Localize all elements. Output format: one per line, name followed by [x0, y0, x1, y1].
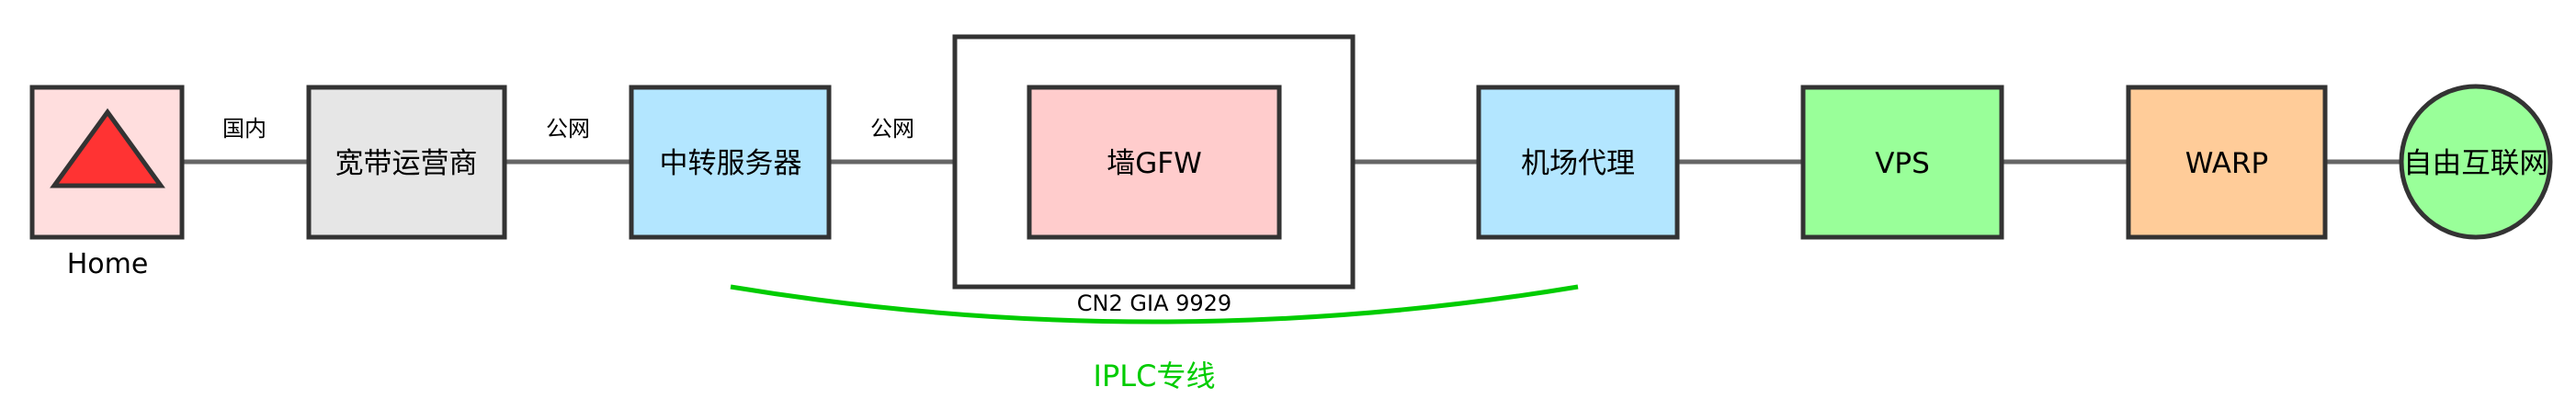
vps-box[interactable] [1800, 85, 2004, 240]
edge-label-public-1: 公网 [546, 116, 590, 142]
gfw-label: 墙GFW [1106, 147, 1202, 180]
warning-triangle-icon [50, 108, 165, 188]
iplc-arc [730, 284, 1579, 325]
internet-label: 自由互联网 [2403, 147, 2548, 180]
isp-node[interactable]: 宽带运营商 [306, 85, 507, 240]
edge-label-public-2: 公网 [870, 116, 914, 142]
gfw-container[interactable]: 墙GFW CN2 GIA 9929 [952, 34, 1356, 316]
cn2-gia-caption: CN2 GIA 9929 [1077, 290, 1231, 316]
airport-box[interactable] [1476, 85, 1680, 240]
home-node[interactable]: Home [29, 85, 185, 280]
warp-node[interactable]: WARP [2126, 85, 2328, 240]
vps-node[interactable]: VPS [1800, 85, 2004, 240]
relay-box[interactable] [629, 85, 832, 240]
warp-label: WARP [2185, 147, 2268, 180]
vps-label: VPS [1875, 147, 1930, 180]
gfw-box[interactable] [1027, 85, 1282, 240]
internet-circle[interactable] [2399, 84, 2553, 240]
airport-node[interactable]: 机场代理 [1476, 85, 1680, 240]
internet-node[interactable]: 自由互联网 [2399, 84, 2553, 240]
relay-label: 中转服务器 [660, 147, 802, 180]
relay-node[interactable]: 中转服务器 [629, 85, 832, 240]
home-label: Home [67, 248, 149, 280]
airport-label: 机场代理 [1521, 147, 1635, 180]
edge-label-domestic: 国内 [222, 116, 267, 142]
isp-label: 宽带运营商 [335, 147, 478, 180]
warp-box[interactable] [2126, 85, 2328, 240]
iplc-label: IPLC专线 [1094, 359, 1216, 393]
isp-box[interactable] [306, 85, 507, 240]
